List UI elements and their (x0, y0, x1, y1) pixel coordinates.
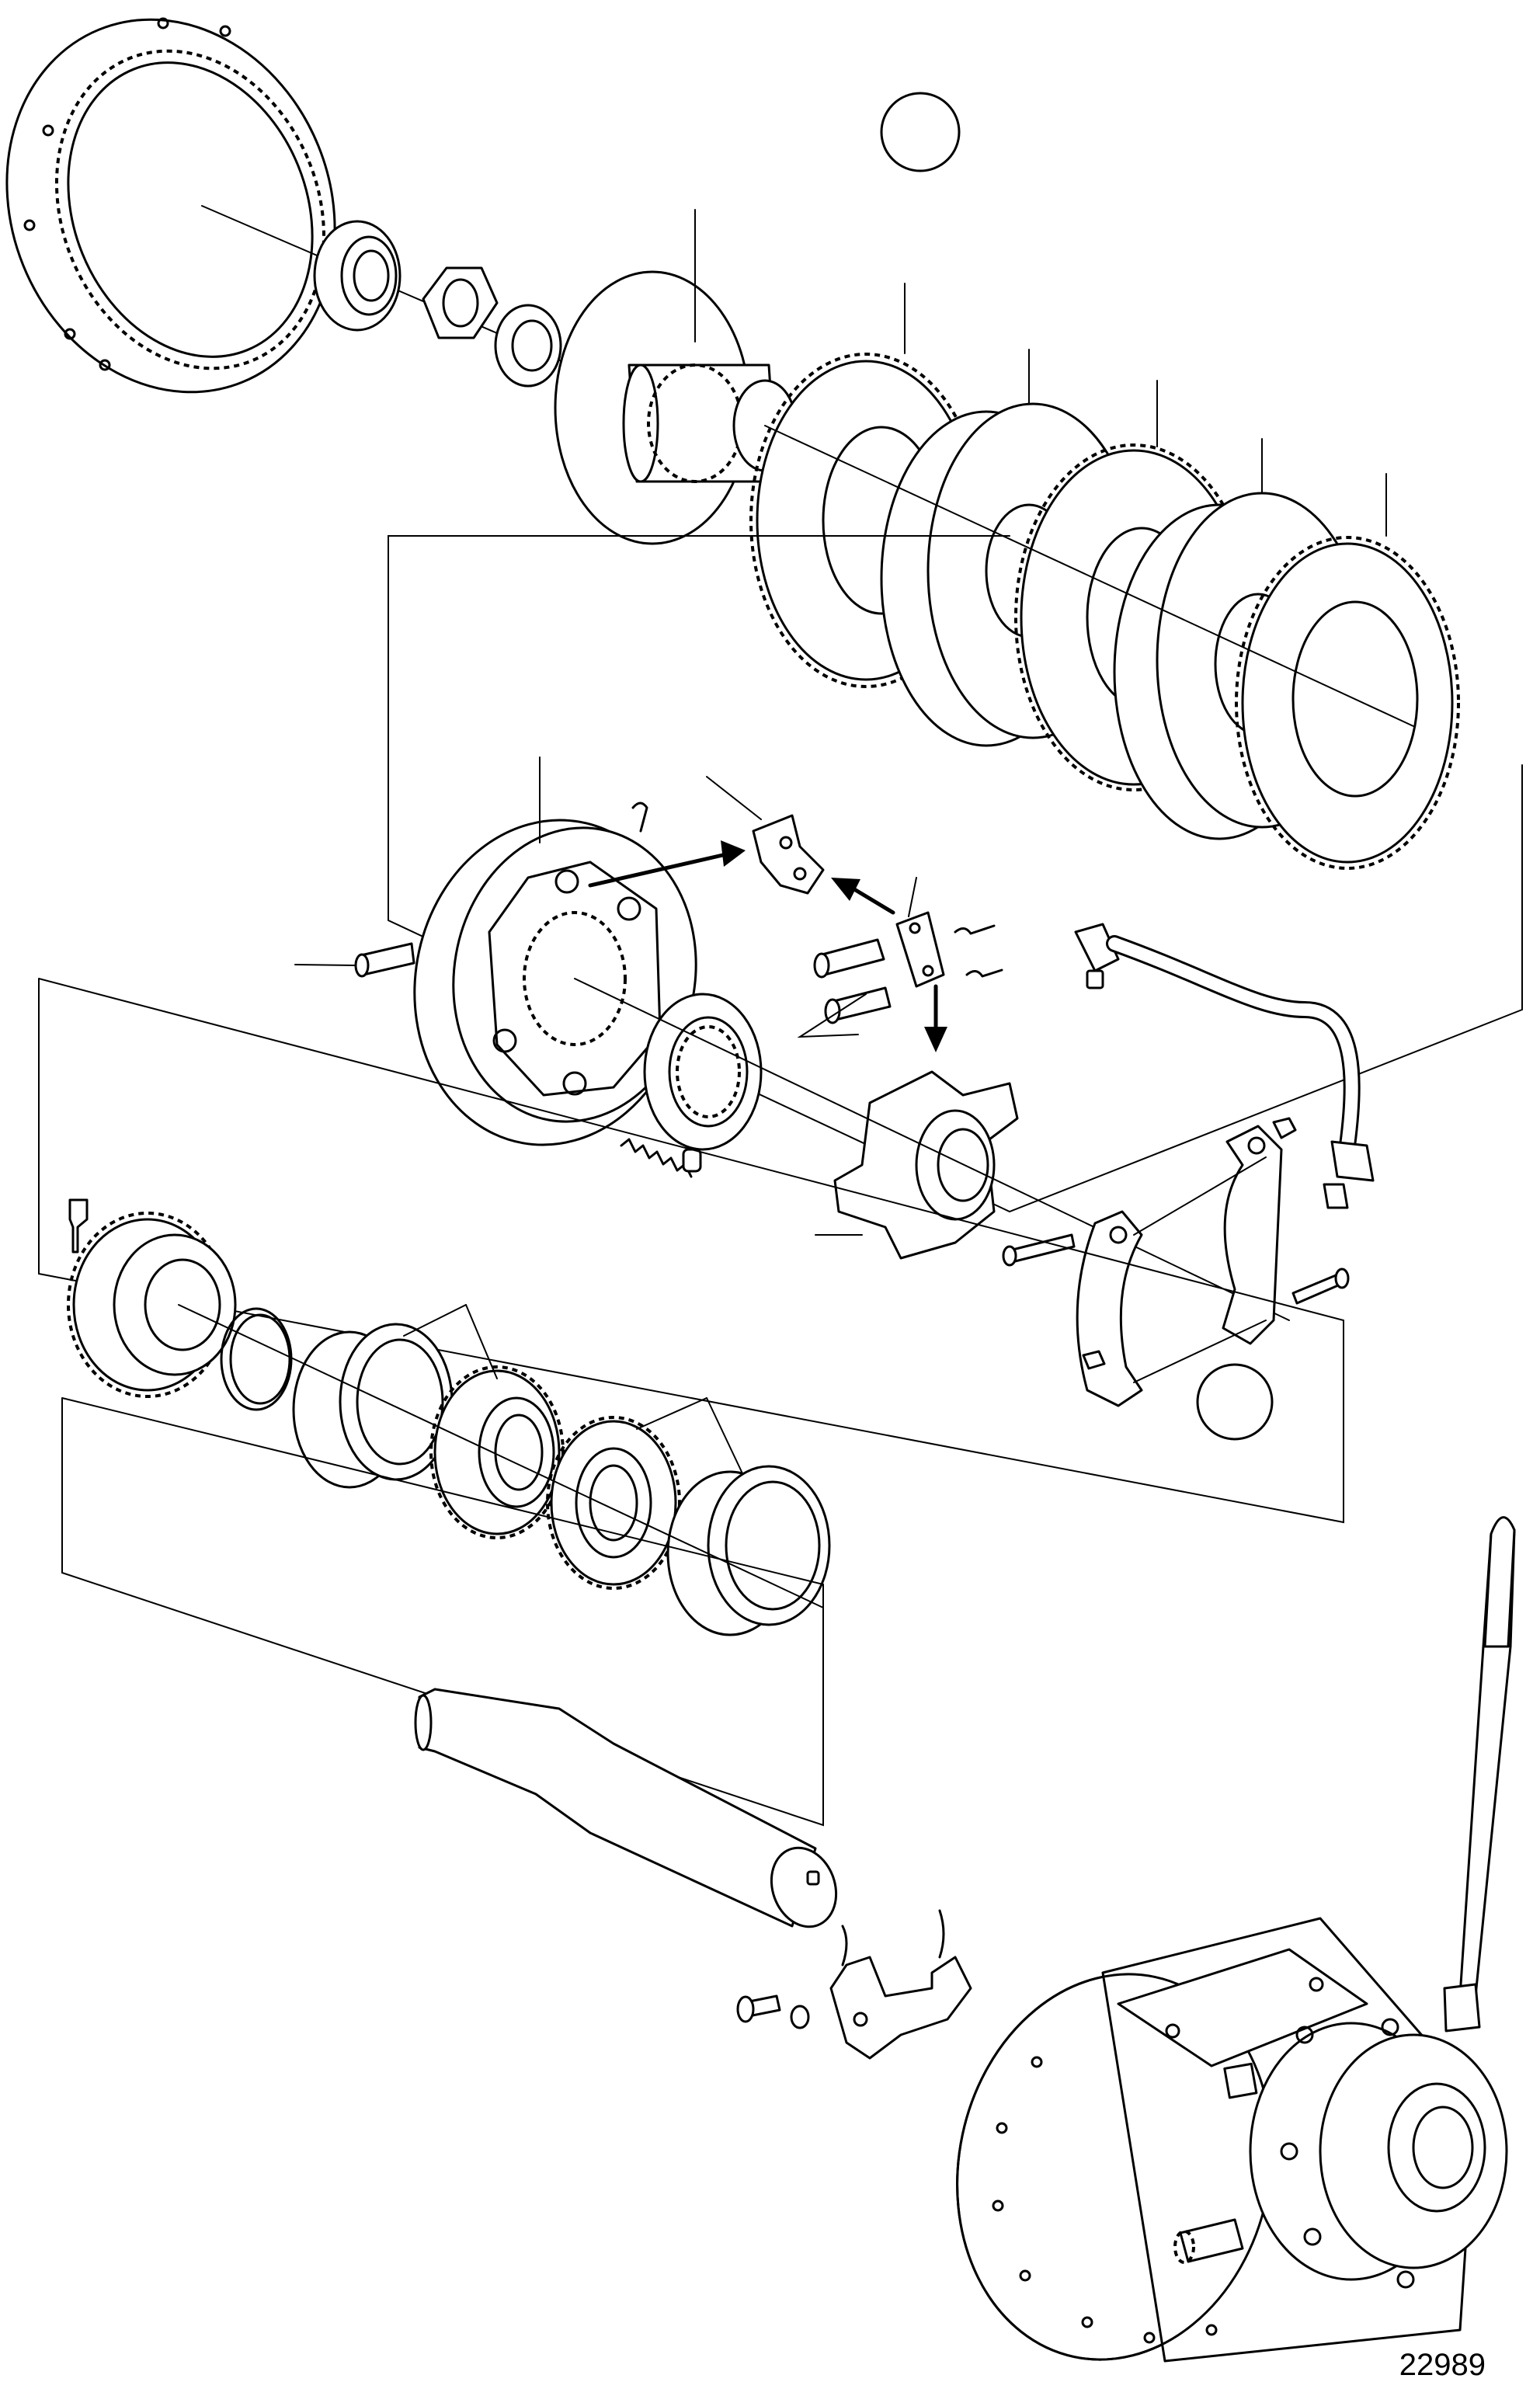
washer (790, 2005, 810, 2029)
bearing-carrier (833, 1070, 1019, 1260)
clutch-disc-3 (1235, 536, 1460, 870)
shift-fork (829, 1909, 972, 2060)
cotter-pin-1 (631, 802, 648, 833)
bearing-cup-2 (666, 1465, 831, 1636)
lock-nut (422, 266, 499, 339)
reference-circle-middle (1196, 1363, 1274, 1441)
assembly-frame-3 (61, 1397, 824, 1827)
figure-reference-number: 22989 (1399, 2348, 1486, 2382)
oil-hose (1106, 935, 1361, 1154)
drive-gear (67, 1212, 237, 1398)
arrow-down-to-yoke (924, 984, 947, 1052)
ball-bearing (313, 220, 402, 332)
snap-ring (220, 1307, 293, 1411)
output-shaft (414, 1688, 838, 1928)
tab-washer (494, 304, 562, 388)
arrow-from-link (831, 878, 895, 915)
cap-bolt-2 (1291, 1268, 1350, 1305)
link-plate (895, 911, 945, 988)
cap-nut-1 (1272, 1117, 1297, 1139)
temperature-sensor (1074, 923, 1120, 989)
link-pin-2 (824, 986, 892, 1024)
link-pin-1 (813, 938, 885, 979)
taper-roller-bearing-1 (429, 1365, 565, 1539)
cotter-pin-2 (954, 924, 996, 935)
hose-fitting (1323, 1140, 1375, 1209)
adjusting-ring (643, 993, 763, 1151)
reference-circle-top (880, 92, 961, 172)
bearing-cap-lower (1076, 1210, 1143, 1407)
bearing-cup-1 (292, 1323, 454, 1489)
screw (736, 1994, 781, 2023)
arrow-to-lever (588, 840, 746, 888)
release-lever (752, 814, 825, 895)
shift-shaft-stub (1173, 2218, 1244, 2264)
assembly-frame-2 (38, 978, 1344, 1524)
ring-gear (5, 17, 336, 394)
cap-nut-2 (1082, 1350, 1106, 1370)
taper-roller-bearing-2 (546, 1416, 681, 1590)
cap-bolt-1 (1002, 1233, 1076, 1267)
cotter-pin-3 (965, 968, 1003, 978)
bolt (354, 942, 415, 978)
bearing-cap-upper (1222, 1125, 1283, 1345)
clutch-hub (554, 270, 798, 545)
shift-lever (1443, 1516, 1516, 2033)
output-flange (1249, 2018, 1508, 2289)
key-tab (68, 1198, 89, 1254)
